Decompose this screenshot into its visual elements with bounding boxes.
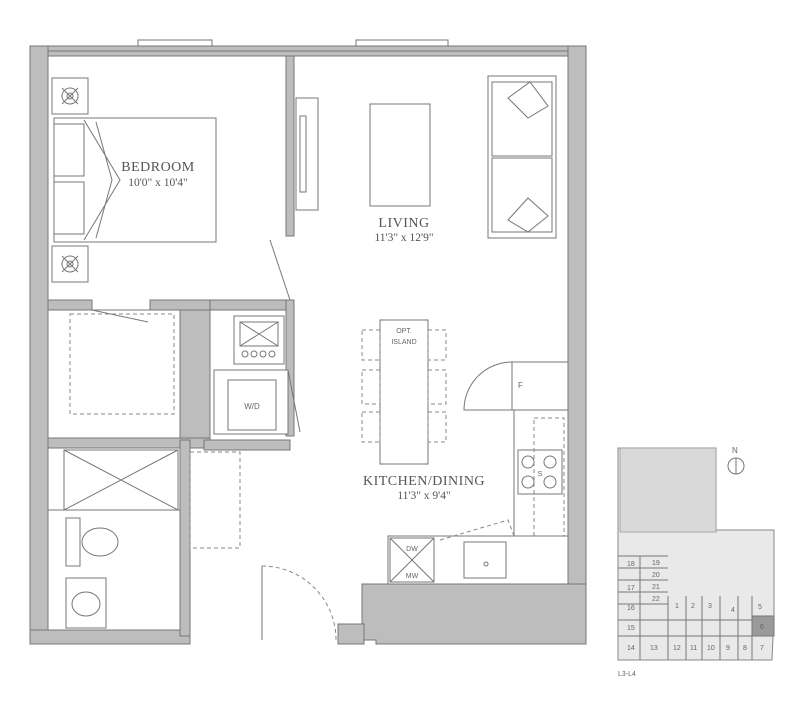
exterior-walls xyxy=(29,45,587,645)
unit-15: 15 xyxy=(627,625,635,632)
microwave-label: MW xyxy=(406,573,419,580)
dishwasher-label: DW xyxy=(406,546,418,553)
sink xyxy=(71,591,101,617)
north-arrow-icon: N xyxy=(727,446,745,475)
key-plan: 18 19 20 21 22 17 16 15 14 13 12 11 10 9… xyxy=(617,447,775,678)
bathroom xyxy=(47,449,241,631)
bedroom-name: BEDROOM xyxy=(121,160,195,175)
bedroom: BEDROOM 10'0" x 10'4" xyxy=(51,77,217,323)
unit-7: 7 xyxy=(760,645,764,652)
unit-3: 3 xyxy=(708,603,712,610)
stove xyxy=(517,449,563,495)
unit-5: 5 xyxy=(758,604,762,611)
coffee-table xyxy=(369,103,431,207)
unit-1: 1 xyxy=(675,603,679,610)
unit-6: 6 xyxy=(760,624,764,631)
kitchen: OPT. ISLAND F S DW MW KITCHEN/DINING 11'… xyxy=(361,319,569,585)
island-label-2: ISLAND xyxy=(391,339,416,346)
living-dimensions: 11'3" x 12'9" xyxy=(374,232,433,244)
unit-22: 22 xyxy=(652,596,660,603)
fridge-label: F xyxy=(518,381,523,390)
unit-2: 2 xyxy=(691,603,695,610)
island-label-1: OPT. xyxy=(396,328,412,335)
unit-19: 19 xyxy=(652,560,660,567)
stove-label: S xyxy=(538,471,543,478)
unit-9: 9 xyxy=(726,645,730,652)
closet xyxy=(47,309,181,439)
unit-16: 16 xyxy=(627,605,635,612)
pillow xyxy=(507,81,549,119)
tv-console xyxy=(295,97,319,211)
kitchen-dimensions: 11'3" x 9'4" xyxy=(397,490,450,502)
unit-13: 13 xyxy=(650,645,658,652)
toilet xyxy=(81,527,119,557)
unit-8: 8 xyxy=(743,645,747,652)
toilet-tank xyxy=(65,517,81,567)
unit-20: 20 xyxy=(652,572,660,579)
bedroom-door xyxy=(91,309,149,323)
laundry: W/D xyxy=(213,315,301,435)
washer-dryer xyxy=(227,379,277,431)
island xyxy=(379,319,429,465)
unit-12: 12 xyxy=(673,645,681,652)
floor-label: L3-L4 xyxy=(618,671,636,678)
pillow xyxy=(507,197,549,233)
kitchen-name: KITCHEN/DINING xyxy=(363,474,485,489)
bedroom-dimensions: 10'0" x 10'4" xyxy=(128,177,188,189)
north-label: N xyxy=(732,446,738,455)
living-door xyxy=(269,239,291,301)
unit-10: 10 xyxy=(707,645,715,652)
unit-17: 17 xyxy=(627,585,635,592)
living-name: LIVING xyxy=(378,216,429,231)
fridge xyxy=(511,361,569,411)
washer-dryer-label: W/D xyxy=(244,402,260,411)
window-marks xyxy=(137,39,449,47)
entry-door xyxy=(261,565,337,641)
unit-4: 4 xyxy=(731,607,735,614)
unit-11: 11 xyxy=(690,645,697,652)
kitchen-sink xyxy=(463,541,507,579)
unit-21: 21 xyxy=(652,584,660,591)
unit-14: 14 xyxy=(627,645,635,652)
interior-walls xyxy=(47,55,295,637)
unit-18: 18 xyxy=(627,561,635,568)
highlighted-unit xyxy=(751,615,775,637)
living: LIVING 11'3" x 12'9" xyxy=(269,75,557,301)
